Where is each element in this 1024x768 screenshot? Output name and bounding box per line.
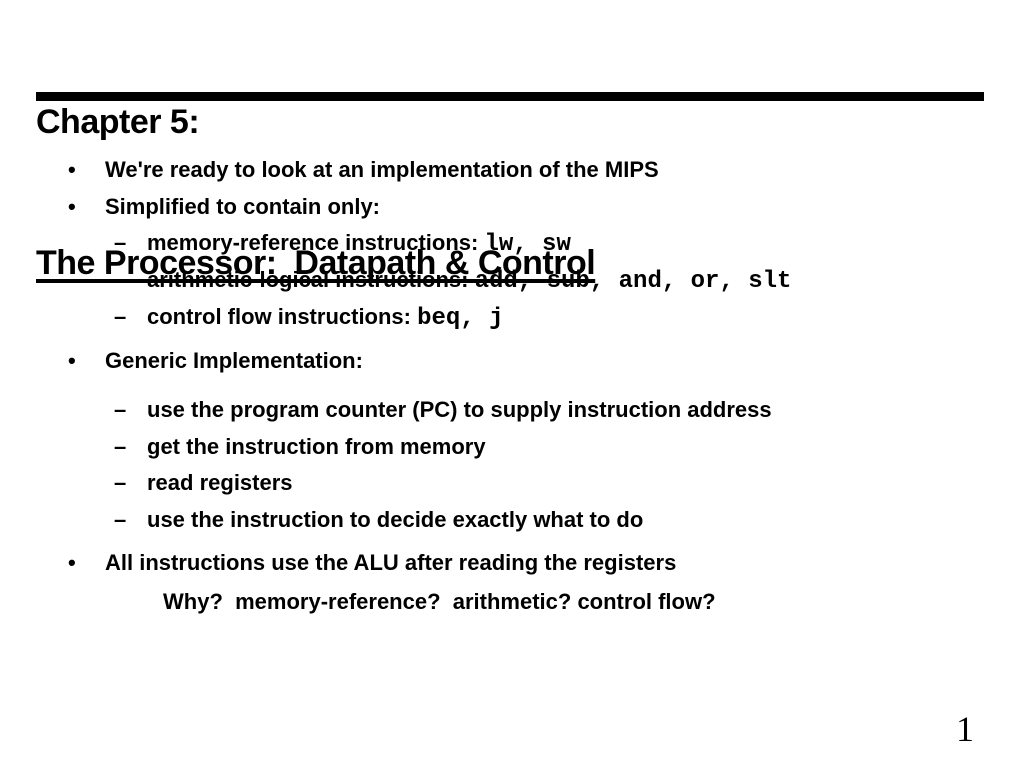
list-item: • Generic Implementation: <box>0 349 1024 373</box>
dash-icon: – <box>114 470 127 495</box>
bullet-icon: • <box>68 157 76 182</box>
list-item: • Simplified to contain only: <box>0 195 1024 219</box>
list-item-text: Why? memory-reference? arithmetic? contr… <box>163 589 716 614</box>
list-item: – arithmetic-logical instructions: add, … <box>0 268 1024 294</box>
slide-title-line1: Chapter 5: <box>36 103 200 141</box>
dash-icon: – <box>114 267 127 292</box>
dash-icon: – <box>114 397 127 422</box>
list-item-text: We're ready to look at an implementation… <box>105 157 659 182</box>
list-item-text: Simplified to contain only: <box>105 194 380 219</box>
bullet-icon: • <box>68 550 76 575</box>
list-item: – use the program counter (PC) to supply… <box>0 398 1024 422</box>
list-item-text: use the instruction to decide exactly wh… <box>147 507 644 532</box>
dash-icon: – <box>114 507 127 532</box>
list-item-code: add, sub, and, or, slt <box>474 268 792 295</box>
bullet-icon: • <box>68 194 76 219</box>
list-item-text: read registers <box>147 470 293 495</box>
list-item-text: arithmetic-logical instructions: <box>147 267 475 292</box>
list-item-text: get the instruction from memory <box>147 434 486 459</box>
slide-title-line2: The Processor: Datapath & Control <box>36 244 596 282</box>
title-rule <box>36 92 984 101</box>
list-item-text: control flow instructions: <box>147 304 418 329</box>
bullet-icon: • <box>68 348 76 373</box>
list-item: • All instructions use the ALU after rea… <box>0 551 1024 575</box>
list-item-text: Generic Implementation: <box>105 348 363 373</box>
dash-icon: – <box>114 434 127 459</box>
list-item: Why? memory-reference? arithmetic? contr… <box>0 590 1024 614</box>
slide-title: Chapter 5: The Processor: Datapath & Con… <box>36 5 596 381</box>
list-item: – use the instruction to decide exactly … <box>0 508 1024 532</box>
list-item-text: All instructions use the ALU after readi… <box>105 550 677 575</box>
page-number: 1 <box>956 709 974 749</box>
dash-icon: – <box>114 230 127 255</box>
list-item-code: beq, j <box>417 305 504 332</box>
list-item: – control flow instructions: beq, j <box>0 305 1024 331</box>
list-item-text: use the program counter (PC) to supply i… <box>147 397 772 422</box>
list-item: – memory-reference instructions: lw, sw <box>0 231 1024 257</box>
list-item-text: memory-reference instructions: <box>147 230 485 255</box>
list-item: • We're ready to look at an implementati… <box>0 158 1024 182</box>
list-item-code: lw, sw <box>484 231 571 258</box>
dash-icon: – <box>114 304 127 329</box>
list-item: – read registers <box>0 471 1024 495</box>
list-item: – get the instruction from memory <box>0 435 1024 459</box>
